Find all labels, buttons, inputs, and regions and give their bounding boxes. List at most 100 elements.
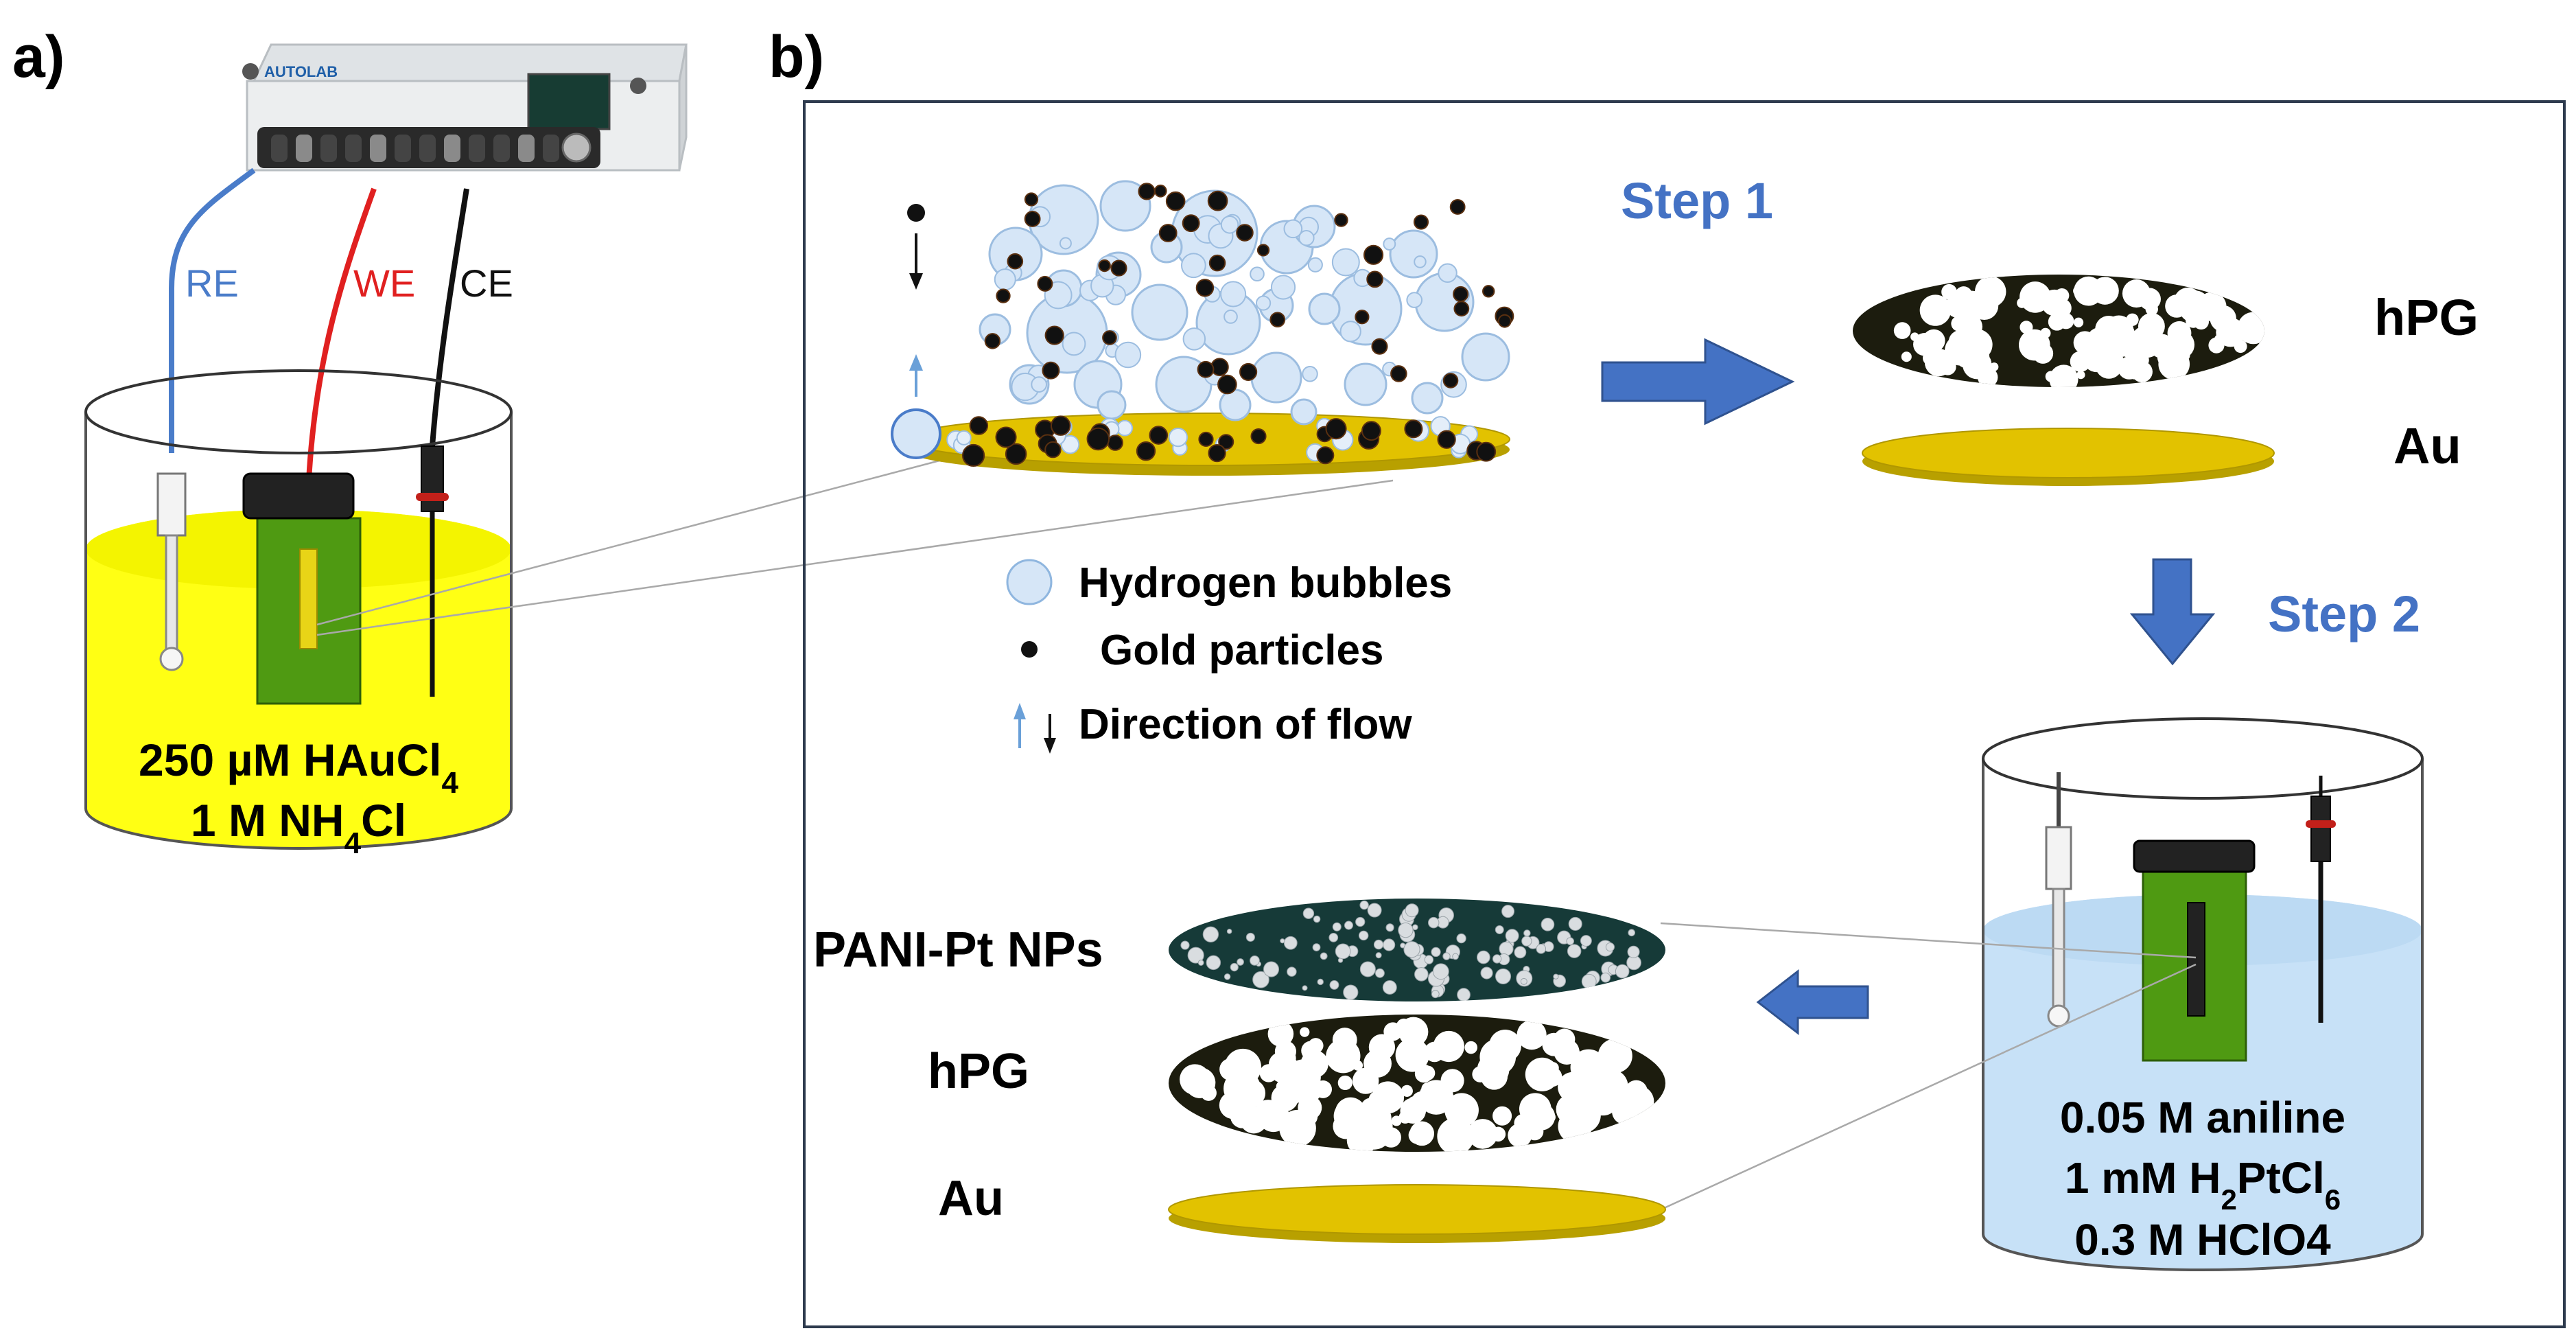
pt-nanoparticle: [1600, 972, 1611, 983]
step1-arrow-icon: [1601, 338, 1795, 426]
gold-particle: [1404, 419, 1423, 439]
hydrogen-bubble: [1270, 275, 1296, 300]
pt-nanoparticle: [1373, 939, 1384, 950]
pt-nanoparticle: [1320, 952, 1328, 960]
pt-nanoparticle: [1313, 915, 1321, 923]
pt-nanoparticle: [1280, 938, 1285, 944]
pore: [1296, 1105, 1318, 1127]
legend-particles-label: Gold particles: [1100, 627, 1383, 674]
hydrogen-bubbles-cluster: [920, 180, 1510, 462]
pt-nanoparticle: [1581, 973, 1597, 989]
hydrogen-bubble: [1438, 263, 1457, 283]
step1-label: Step 1: [1621, 172, 1773, 229]
hydrogen-bubble: [1339, 321, 1361, 343]
gold-particle: [984, 333, 1001, 349]
pore: [1267, 1021, 1294, 1047]
deposition-illustration: [905, 180, 1514, 476]
pt-nanoparticle: [1385, 923, 1394, 932]
pore: [1342, 1108, 1377, 1143]
gold-particles-cluster: [961, 183, 1514, 467]
pore: [1901, 351, 1912, 362]
solution-b-line2-sub2: 6: [2325, 1183, 2341, 1216]
hpg-layer-top: [1853, 275, 2264, 387]
device-port: [469, 135, 485, 162]
hydrogen-bubble: [1331, 248, 1360, 277]
re-wire: [169, 167, 256, 453]
legend-particle-icon: [1021, 641, 1038, 658]
hydrogen-bubble: [1344, 362, 1387, 406]
pore: [1945, 292, 1971, 318]
pore: [1396, 1018, 1412, 1034]
hydrogen-bubble: [1114, 341, 1142, 369]
device-knob: [561, 132, 592, 163]
pt-nanoparticle: [1344, 920, 1353, 930]
gold-particle: [1217, 374, 1237, 395]
gold-particle: [1355, 310, 1370, 325]
pt-nanoparticle: [1317, 978, 1324, 986]
pani-pt-layer: [1169, 899, 1665, 1001]
gold-particle: [1497, 314, 1512, 328]
pt-nanoparticle: [1335, 943, 1351, 960]
pore: [1372, 1081, 1405, 1114]
pt-nanoparticle: [1223, 973, 1231, 980]
hydrogen-bubble: [1411, 382, 1444, 415]
pt-nanoparticle: [1206, 955, 1221, 971]
pt-nanoparticle: [1541, 917, 1555, 931]
gold-particle: [1149, 426, 1169, 445]
solution-a-line1: 250 µM HAuCl4: [139, 734, 458, 800]
hydrogen-bubble: [1168, 427, 1188, 448]
hydrogen-bubble: [1250, 266, 1265, 282]
pt-nanoparticle: [1283, 936, 1298, 950]
arrow-down-icon: [909, 273, 923, 290]
pt-nanoparticle: [1442, 952, 1451, 960]
pt-nanoparticle: [1428, 916, 1440, 929]
gold-particle: [1476, 441, 1497, 462]
pore: [2126, 313, 2139, 326]
pore: [1274, 1047, 1296, 1069]
solution-b-line2-pre: 1 mM H: [2065, 1153, 2221, 1203]
gold-particle: [1218, 434, 1234, 450]
pt-nanoparticle: [1568, 916, 1582, 931]
gold-particle: [1250, 428, 1267, 445]
gold-particle: [1208, 254, 1226, 272]
pore: [1542, 1032, 1566, 1056]
pore: [2135, 327, 2155, 347]
gold-particle: [1390, 365, 1407, 382]
gold-particle: [1442, 373, 1459, 389]
pt-nanoparticle: [1180, 940, 1190, 950]
pore: [1597, 1039, 1632, 1074]
pore: [2195, 309, 2210, 323]
pt-nanoparticle: [1359, 961, 1376, 977]
pore: [1624, 1080, 1648, 1103]
gold-particle: [1098, 259, 1111, 273]
pt-nanoparticle: [1499, 941, 1514, 956]
hydrogen-bubble: [1383, 237, 1396, 251]
device-port: [296, 135, 312, 162]
working-electrode-b: [2133, 839, 2256, 1062]
pore: [1411, 1091, 1432, 1112]
gold-particle: [1198, 431, 1214, 448]
pore: [1395, 1038, 1429, 1072]
device-port: [543, 135, 559, 162]
pore: [1300, 1050, 1328, 1078]
gold-particle: [1042, 361, 1060, 380]
pt-nanoparticle: [1514, 946, 1527, 959]
panel-a-label: a): [12, 24, 65, 90]
gold-particle: [1371, 338, 1388, 355]
pt-nanoparticle: [1553, 973, 1559, 980]
gold-particle: [1007, 253, 1024, 270]
hydrogen-bubble: [1131, 283, 1189, 341]
gold-particle: [1363, 244, 1384, 265]
zoom-line-top: [316, 448, 982, 626]
pore: [1353, 1067, 1379, 1094]
hydrogen-bubble: [1059, 237, 1072, 250]
pore: [1257, 1100, 1289, 1133]
hpg-bottom-label: hPG: [928, 1044, 1029, 1099]
pore: [1414, 1064, 1433, 1083]
pt-nanoparticle: [1536, 944, 1547, 954]
gold-particle: [1197, 360, 1215, 378]
pt-nanoparticle: [1495, 925, 1504, 934]
pore: [2095, 351, 2123, 379]
pore: [1314, 1080, 1332, 1098]
solution-a-line1-main: 250 µM HAuCl: [139, 734, 441, 785]
